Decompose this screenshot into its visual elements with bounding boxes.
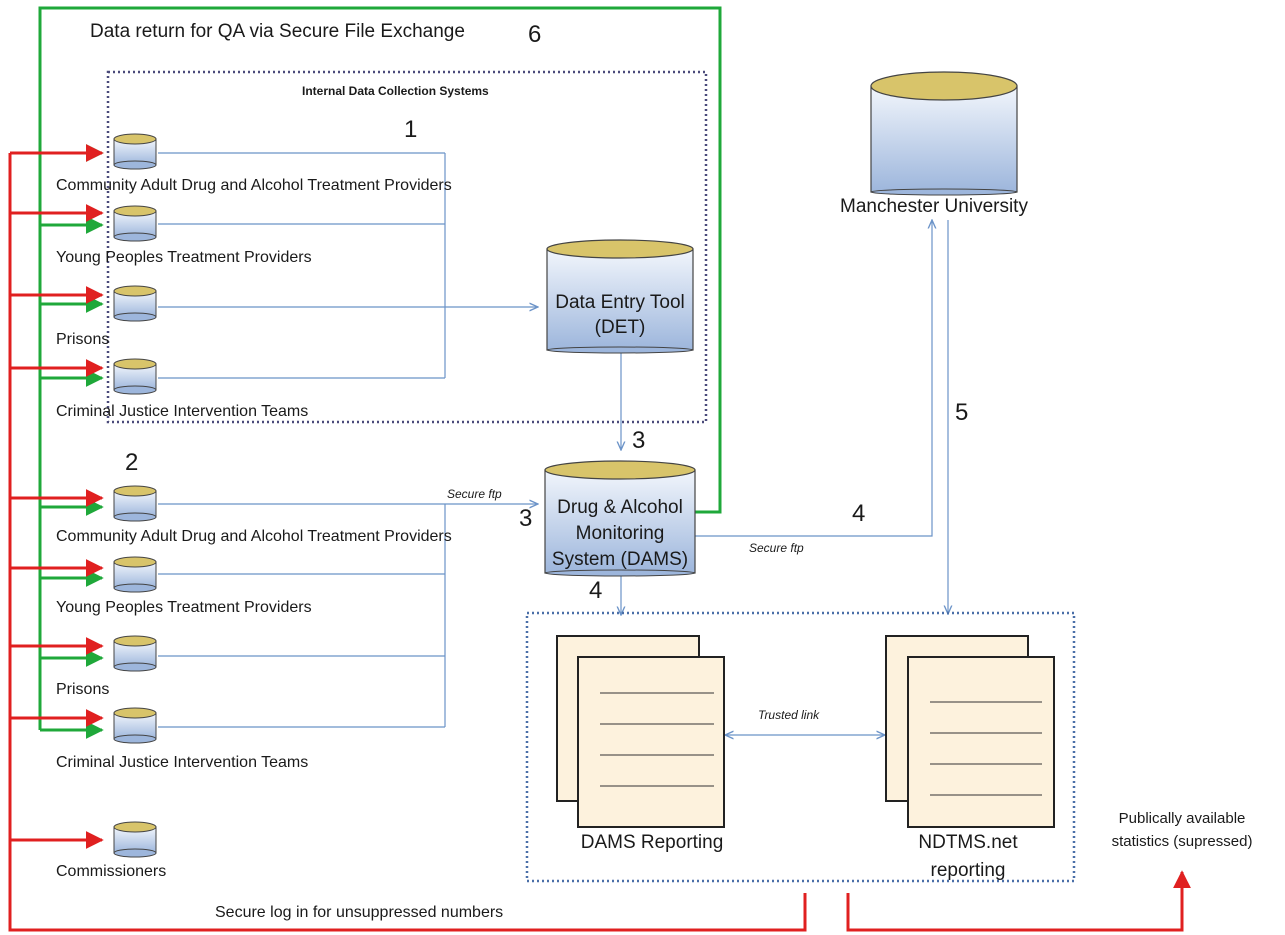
reporting-box — [525, 611, 1076, 883]
trusted-link-label: Trusted link — [758, 708, 820, 722]
provider-database-icon — [113, 556, 157, 593]
commissioners-database-icon — [113, 821, 157, 858]
provider-database-icon — [113, 707, 157, 744]
det-label-line2: (DET) — [595, 317, 646, 338]
dams-report-document-icon — [556, 635, 725, 828]
public-stats-arrow — [846, 870, 1191, 932]
group1-connectors — [158, 152, 538, 379]
secure-login-label: Secure log in for unsuppressed numbers — [215, 904, 503, 921]
manchester-label: Manchester University — [840, 196, 1028, 217]
step-number-4-right: 4 — [852, 500, 865, 527]
step-number-6: 6 — [528, 21, 541, 48]
internal-box-title: Internal Data Collection Systems — [302, 84, 489, 98]
public-stats-line1: Publically available — [1119, 810, 1246, 827]
secure-ftp-label-1: Secure ftp — [447, 487, 502, 501]
dams-label-line1: Drug & Alcohol — [557, 497, 683, 518]
det-database-icon — [546, 239, 694, 354]
provider-label: Criminal Justice Intervention Teams — [56, 403, 308, 420]
dams-label-line2: Monitoring — [576, 523, 665, 544]
public-stats-line2: statistics (supressed) — [1112, 833, 1253, 850]
secure-login-loop — [8, 153, 807, 932]
step-number-3-side: 3 — [519, 505, 532, 532]
provider-label: Community Adult Drug and Alcohol Treatme… — [56, 528, 452, 545]
secure-ftp-label-2: Secure ftp — [749, 541, 804, 555]
step-number-1: 1 — [404, 116, 417, 143]
step-number-3-top: 3 — [632, 427, 645, 454]
qa-return-loop — [38, 6, 722, 730]
det-label-line1: Data Entry Tool — [555, 292, 685, 313]
dams-reporting-label: DAMS Reporting — [581, 832, 724, 853]
provider-label: Young Peoples Treatment Providers — [56, 249, 312, 266]
dams-label-line3: System (DAMS) — [552, 549, 688, 570]
step-number-2: 2 — [125, 449, 138, 476]
dams-database-icon — [544, 460, 696, 577]
step-number-4-left: 4 — [589, 577, 602, 604]
group2-connectors — [158, 504, 538, 728]
dams-to-manchester-arrow — [695, 220, 932, 537]
diagram-title: Data return for QA via Secure File Excha… — [90, 21, 465, 42]
provider-database-icon — [113, 358, 157, 395]
provider-label: Prisons — [56, 331, 109, 348]
ndtms-label-line1: NDTMS.net — [918, 832, 1018, 853]
commissioners-label: Commissioners — [56, 863, 166, 880]
ndtms-label-line2: reporting — [931, 860, 1006, 881]
provider-label: Prisons — [56, 681, 109, 698]
provider-label: Community Adult Drug and Alcohol Treatme… — [56, 177, 452, 194]
provider-database-icon — [113, 485, 157, 522]
step-number-5: 5 — [955, 399, 968, 426]
provider-label: Young Peoples Treatment Providers — [56, 599, 312, 616]
ndtms-report-document-icon — [885, 635, 1055, 828]
provider-label: Criminal Justice Intervention Teams — [56, 754, 308, 771]
provider-database-icon — [113, 205, 157, 242]
provider-database-icon — [113, 285, 157, 322]
manchester-database-icon — [870, 71, 1018, 196]
provider-database-icon — [113, 635, 157, 672]
provider-database-icon — [113, 133, 157, 170]
internal-systems-box — [106, 70, 708, 424]
